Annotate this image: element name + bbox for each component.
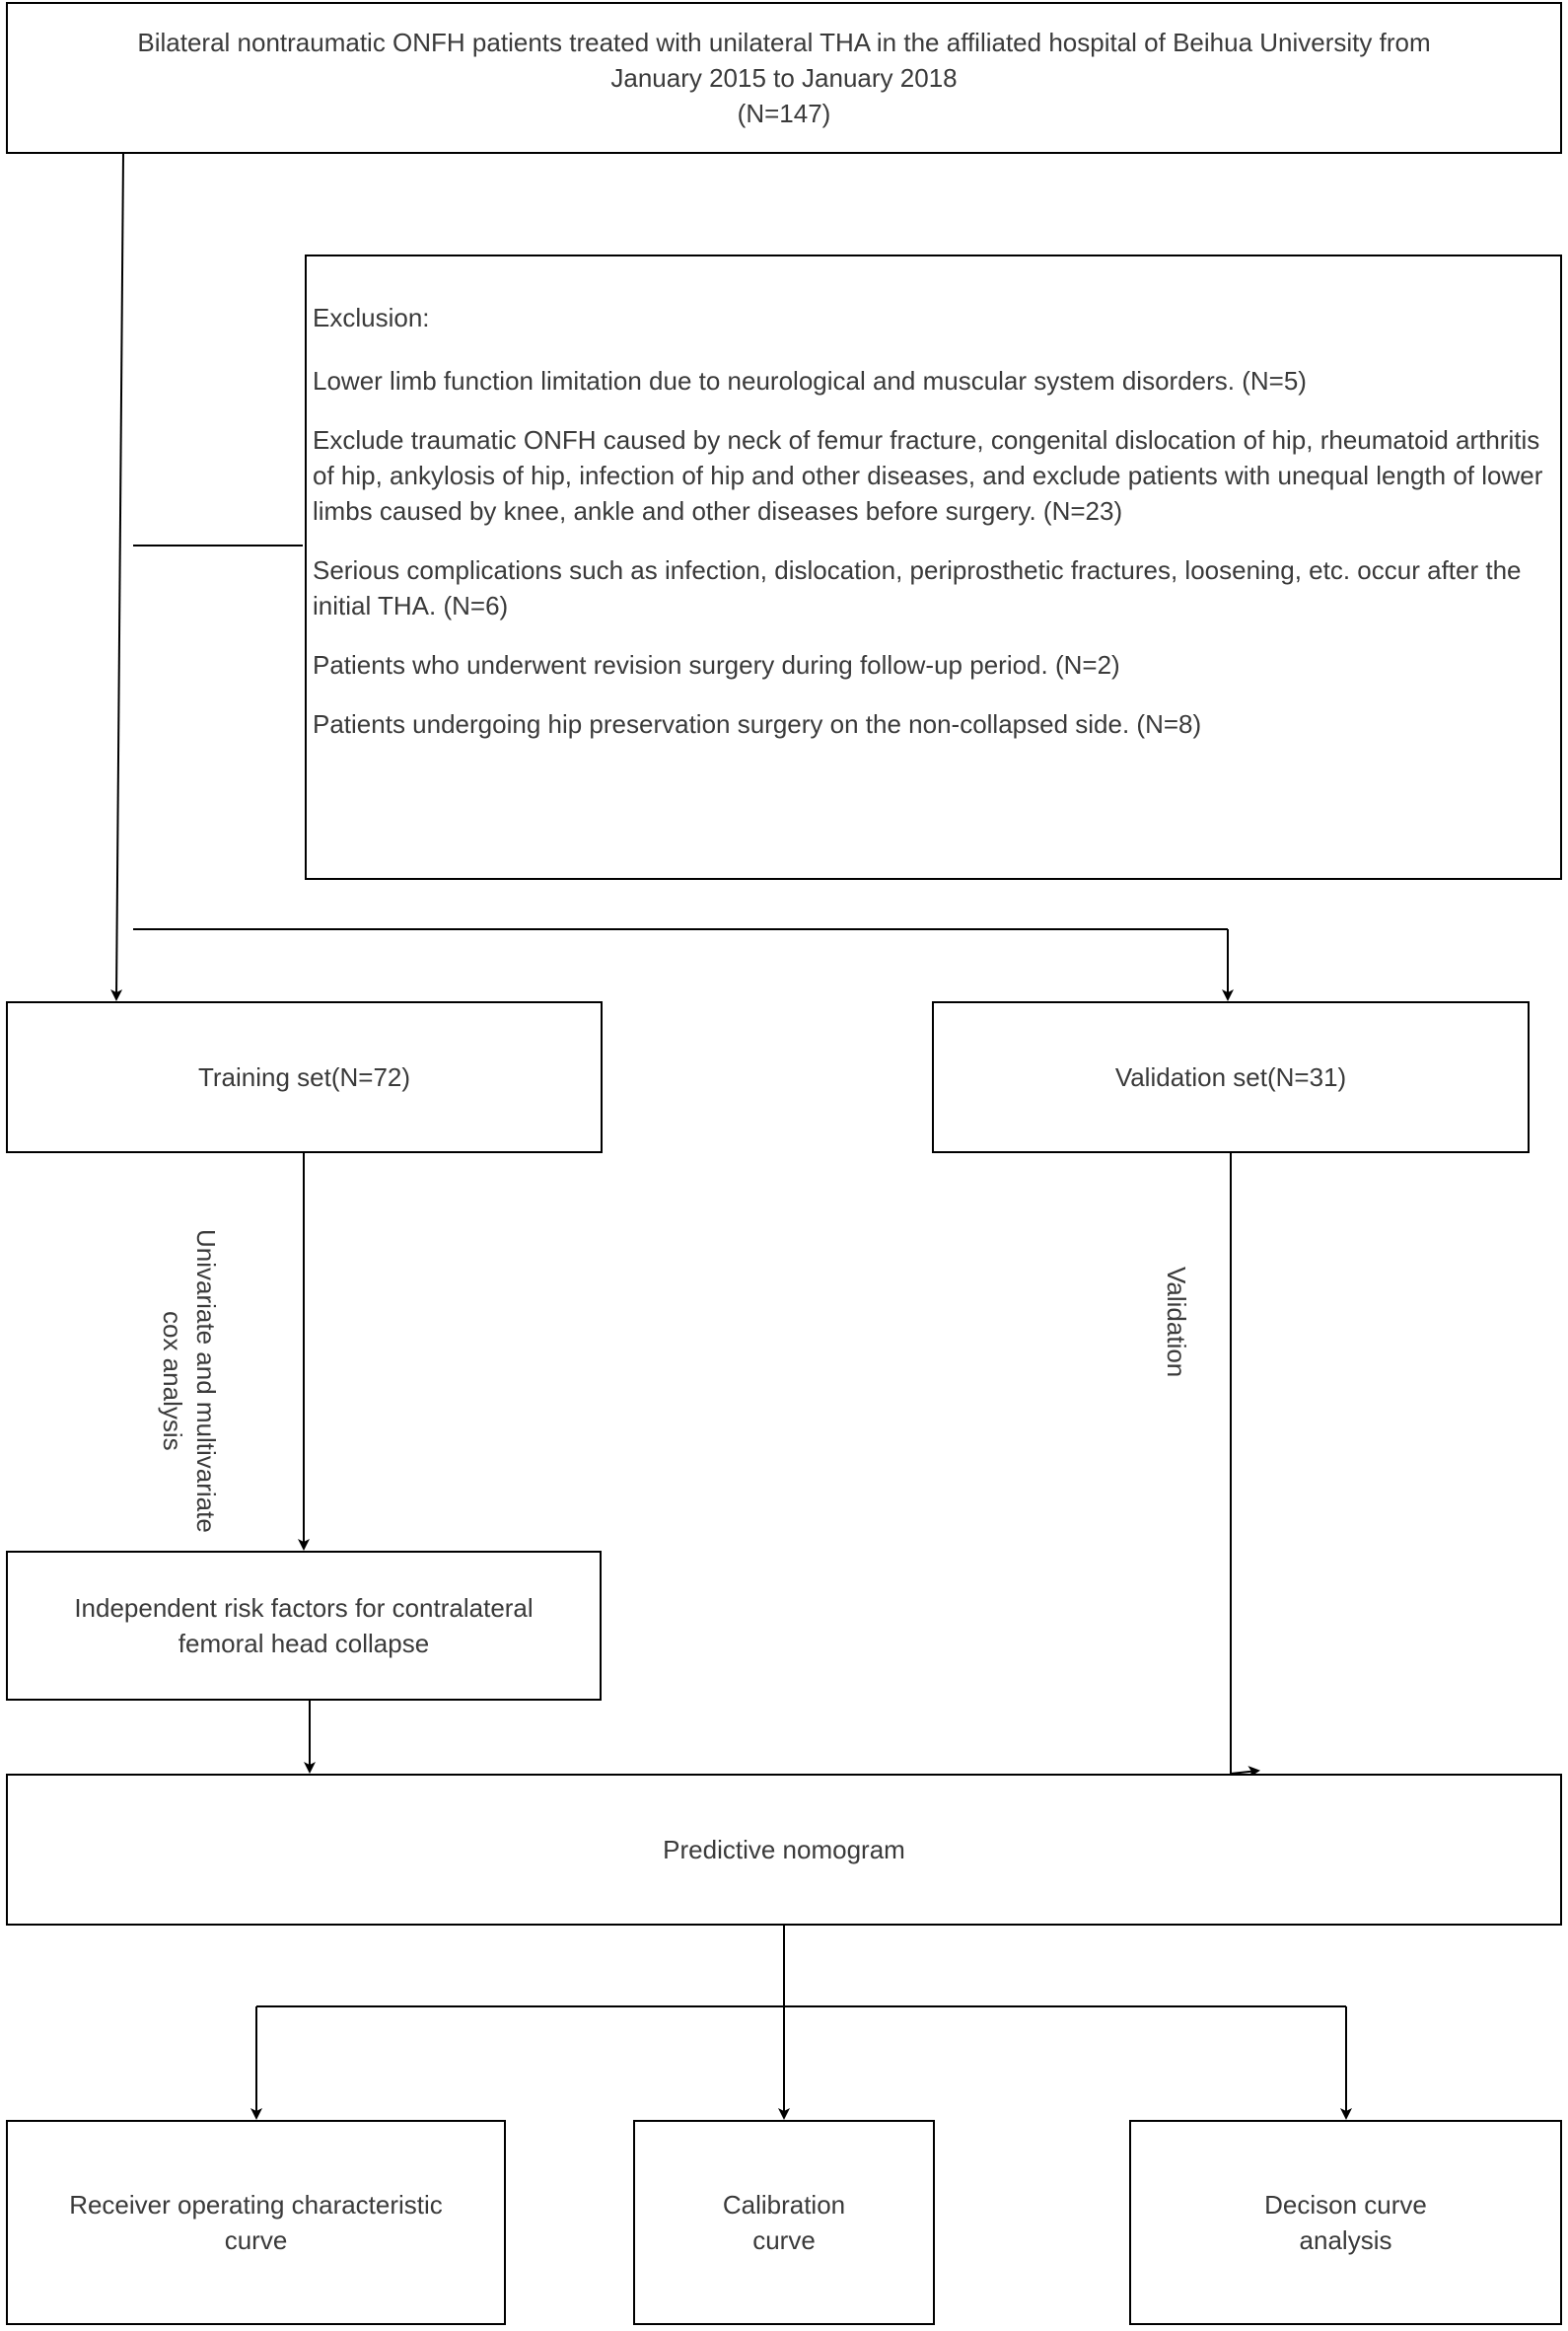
arrow-validation-to-nomogram [1230, 1766, 1260, 1779]
dca-line-1: Decison curve [1264, 2190, 1427, 2220]
validation-arrow-label: Validation [1160, 1243, 1193, 1401]
nomogram-box: Predictive nomogram [6, 1774, 1562, 1926]
calibration-line-1: Calibration [722, 2190, 846, 2220]
enrollment-box: Bilateral nontraumatic ONFH patients tre… [6, 2, 1562, 154]
enrollment-line-1: Bilateral nontraumatic ONFH patients tre… [137, 28, 1431, 57]
roc-curve-box: Receiver operating characteristic curve [6, 2120, 506, 2325]
training-arrow-label: Univariate and multivariate cox analysis [156, 1174, 223, 1588]
exclusion-item: Lower limb function limitation due to ne… [313, 366, 1307, 396]
roc-line-2: curve [224, 2225, 288, 2255]
exclusion-box: Exclusion: Lower limb function limitatio… [305, 255, 1562, 880]
training-set-box: Training set(N=72) [6, 1001, 603, 1153]
roc-line-1: Receiver operating characteristic [69, 2190, 443, 2220]
exclusion-item: Serious complications such as infection,… [313, 555, 1522, 620]
decision-curve-box: Decison curve analysis [1129, 2120, 1562, 2325]
training-set-label: Training set(N=72) [197, 1062, 411, 1092]
exclusion-title: Exclusion: [313, 303, 430, 332]
dca-line-2: analysis [1299, 2225, 1392, 2255]
validation-set-box: Validation set(N=31) [932, 1001, 1530, 1153]
exclusion-item: Patients who underwent revision surgery … [313, 650, 1120, 680]
risk-factors-line-2: femoral head collapse [178, 1629, 430, 1658]
enrollment-line-2: January 2015 to January 2018 [610, 63, 958, 93]
training-arrow-label-line-1: Univariate and multivariate [191, 1229, 221, 1533]
calibration-line-2: curve [752, 2225, 816, 2255]
validation-set-label: Validation set(N=31) [1114, 1062, 1347, 1092]
risk-factors-line-1: Independent risk factors for contralater… [74, 1593, 534, 1623]
nomogram-label: Predictive nomogram [663, 1835, 905, 1864]
exclusion-item: Patients undergoing hip preservation sur… [313, 709, 1202, 739]
arrow-to-training [110, 152, 124, 1001]
calibration-curve-box: Calibration curve [633, 2120, 935, 2325]
training-arrow-label-line-2: cox analysis [158, 1311, 187, 1451]
validation-arrow-label-text: Validation [1162, 1266, 1191, 1378]
enrollment-count: (N=147) [737, 99, 831, 128]
exclusion-item: Exclude traumatic ONFH caused by neck of… [313, 425, 1543, 526]
risk-factors-box: Independent risk factors for contralater… [6, 1551, 602, 1701]
